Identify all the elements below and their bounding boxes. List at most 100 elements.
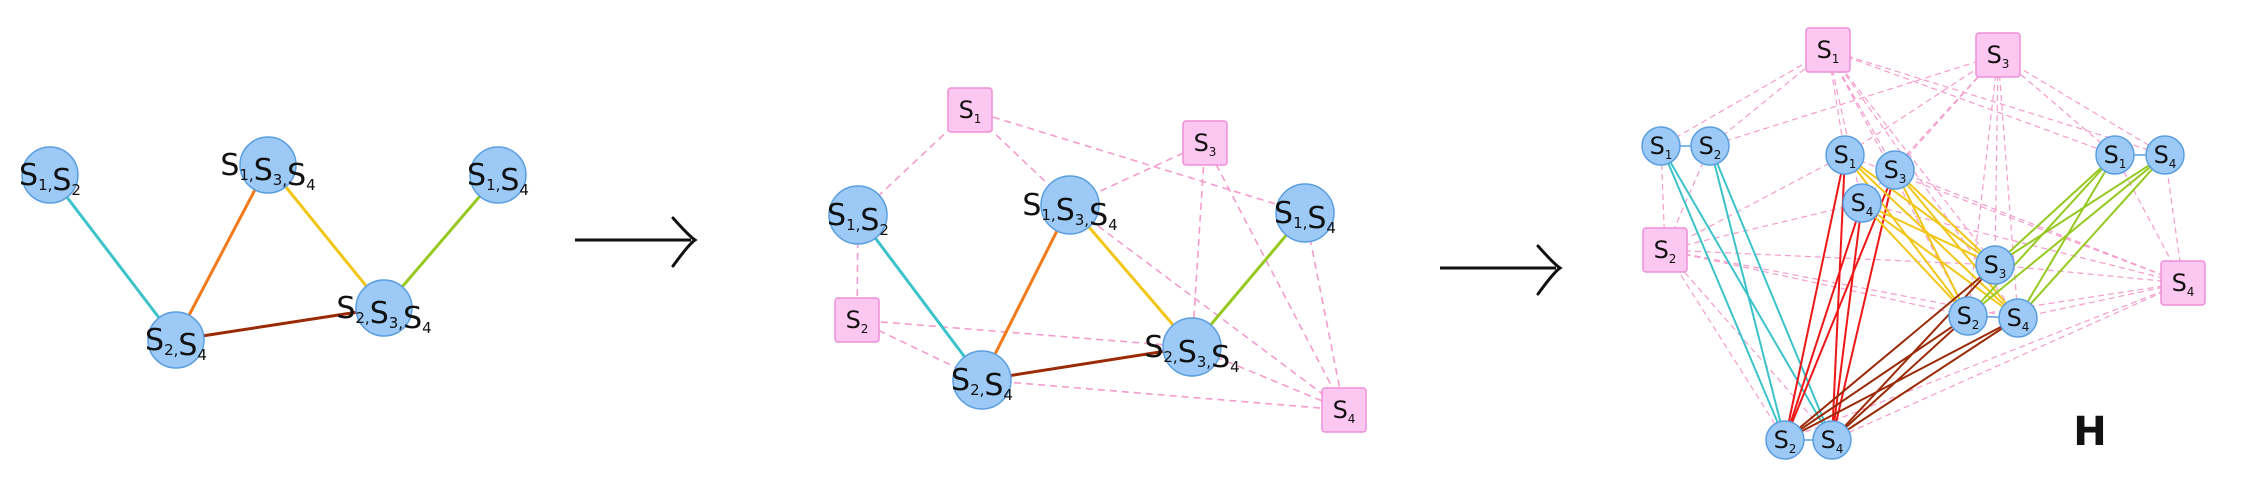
square-s3[interactable]: S3 (1182, 120, 1228, 166)
vertex-s4[interactable]: S4 (1812, 420, 1852, 460)
membership-edge (1664, 154, 1846, 251)
vertex-s4[interactable]: S4 (1998, 298, 2038, 338)
vertex-circle (1875, 150, 1915, 190)
vertex-s2[interactable]: S2 (1690, 126, 1730, 166)
arrows-layer (575, 216, 1563, 296)
node-s2s3s4[interactable]: S2,S3,S4 (336, 279, 432, 337)
vertex-circle (952, 350, 1012, 410)
hyper-edge-green (2017, 154, 2166, 319)
vertex-label: S2 (846, 306, 869, 336)
arrow-head (1536, 244, 1563, 296)
node-s1s2[interactable]: S1,S2 (19, 146, 81, 204)
hyperedge-square (1182, 120, 1228, 166)
membership-edge (1304, 212, 1345, 411)
vertex-label: S4 (1821, 426, 1844, 456)
hyper-edge-brown (1784, 315, 1969, 441)
hyper-edge-cyan (1709, 145, 1833, 441)
square-s1[interactable]: S1 (1805, 27, 1851, 73)
vertex-s3[interactable]: S3 (1975, 245, 2015, 285)
node-s2s3s4[interactable]: S2,S3,S4 (1144, 317, 1240, 377)
hyper-edge-yellow (1894, 169, 2019, 319)
hyper-edge-yellow (1844, 154, 1996, 266)
node-s1s4[interactable]: S1,S4 (467, 146, 529, 204)
hyper-edge-green (1994, 154, 2116, 266)
hyper-edge-cyan (1709, 145, 1786, 441)
vertex-label: S2 (1699, 132, 1722, 162)
vertex-s2[interactable]: S2 (1765, 420, 1805, 460)
square-s4[interactable]: S4 (1321, 387, 1367, 433)
membership-edge (1997, 54, 2166, 156)
hyper-edge-yellow (1861, 202, 1996, 266)
vertex-circle (1842, 183, 1882, 223)
vertex-label: S1,S3,S4 (220, 148, 315, 194)
vertex-label: S1 (2104, 141, 2127, 171)
vertex-s3[interactable]: S3 (1875, 150, 1915, 190)
hyperedge-square (834, 297, 880, 343)
membership-edge (1709, 54, 1999, 147)
vertex-circle (1162, 317, 1222, 377)
vertex-label: S4 (2007, 304, 2030, 334)
graph-edge-yellow (1068, 204, 1194, 348)
hyper-edge-green (1967, 154, 2166, 317)
vertex-circle (1825, 135, 1865, 175)
membership-edge (1997, 54, 2019, 319)
vertex-label: S2 (1957, 302, 1980, 332)
membership-edge (1784, 282, 2184, 441)
membership-edge (1664, 249, 1996, 266)
vertex-circle (1040, 175, 1100, 235)
hyper-edge-red (1784, 202, 1863, 441)
membership-edge (1191, 142, 1206, 348)
square-s3[interactable]: S3 (1975, 32, 2021, 78)
hyper-edge-yellow (1861, 202, 1969, 317)
square-s2[interactable]: S2 (1642, 227, 1688, 273)
membership-edge (1994, 264, 2184, 284)
hyper-edge-brown (1784, 264, 1996, 441)
membership-edge (981, 379, 1345, 411)
vertex-label: S4 (1851, 189, 1874, 219)
hyperedge-square (1975, 32, 2021, 78)
vertex-circle (1812, 420, 1852, 460)
vertex-label: S3 (1884, 156, 1907, 186)
membership-edge (1660, 145, 1666, 251)
membership-edge (1894, 169, 2184, 284)
vertex-circle (1641, 126, 1681, 166)
membership-edge (1664, 249, 1786, 441)
vertex-circle (1975, 245, 2015, 285)
vertex-s4[interactable]: S4 (1842, 183, 1882, 223)
node-s1s3s4[interactable]: S1,S3,S4 (1022, 175, 1118, 235)
membership-edge (1069, 204, 1345, 411)
hyper-edge-brown (1831, 315, 1969, 441)
square-s4[interactable]: S4 (2160, 260, 2206, 306)
square-s1[interactable]: S1 (947, 87, 993, 133)
node-s1s2[interactable]: S1,S2 (827, 185, 889, 245)
vertex-circle (828, 185, 888, 245)
vertex-s4[interactable]: S4 (2145, 135, 2185, 175)
node-s2s4[interactable]: S2,S4 (145, 311, 207, 369)
vertex-s1[interactable]: S1 (1641, 126, 1681, 166)
vertex-s1[interactable]: S1 (1825, 135, 1865, 175)
vertex-circle (469, 146, 527, 204)
vertex-s2[interactable]: S2 (1948, 296, 1988, 336)
membership-edge (856, 319, 1193, 348)
vertex-label: S1,S2 (19, 158, 81, 199)
graph-edge-yellow (266, 164, 386, 309)
membership-edge (1827, 49, 1846, 156)
graph-edge-orange (980, 204, 1072, 381)
vertex-circle (21, 146, 79, 204)
hyper-edge-brown (1784, 317, 2019, 441)
vertex-label: S1 (1834, 141, 1857, 171)
graph-edge-brown (981, 345, 1193, 382)
node-s1s3s4[interactable]: S1,S3,S4 (220, 136, 316, 194)
membership-edge (1664, 249, 1969, 317)
hyperedge-square (947, 87, 993, 133)
vertex-label: S1,S2 (827, 198, 889, 239)
node-s2s4[interactable]: S2,S4 (951, 350, 1013, 410)
node-s1s4[interactable]: S1,S4 (1274, 183, 1336, 243)
hyper-edge-brown (1831, 264, 1996, 441)
square-s2[interactable]: S2 (834, 297, 880, 343)
vertex-s1[interactable]: S1 (2095, 135, 2135, 175)
vertex-circle (1275, 183, 1335, 243)
membership-edge (1861, 54, 1999, 204)
hypergraph-label: H (2073, 409, 2106, 455)
